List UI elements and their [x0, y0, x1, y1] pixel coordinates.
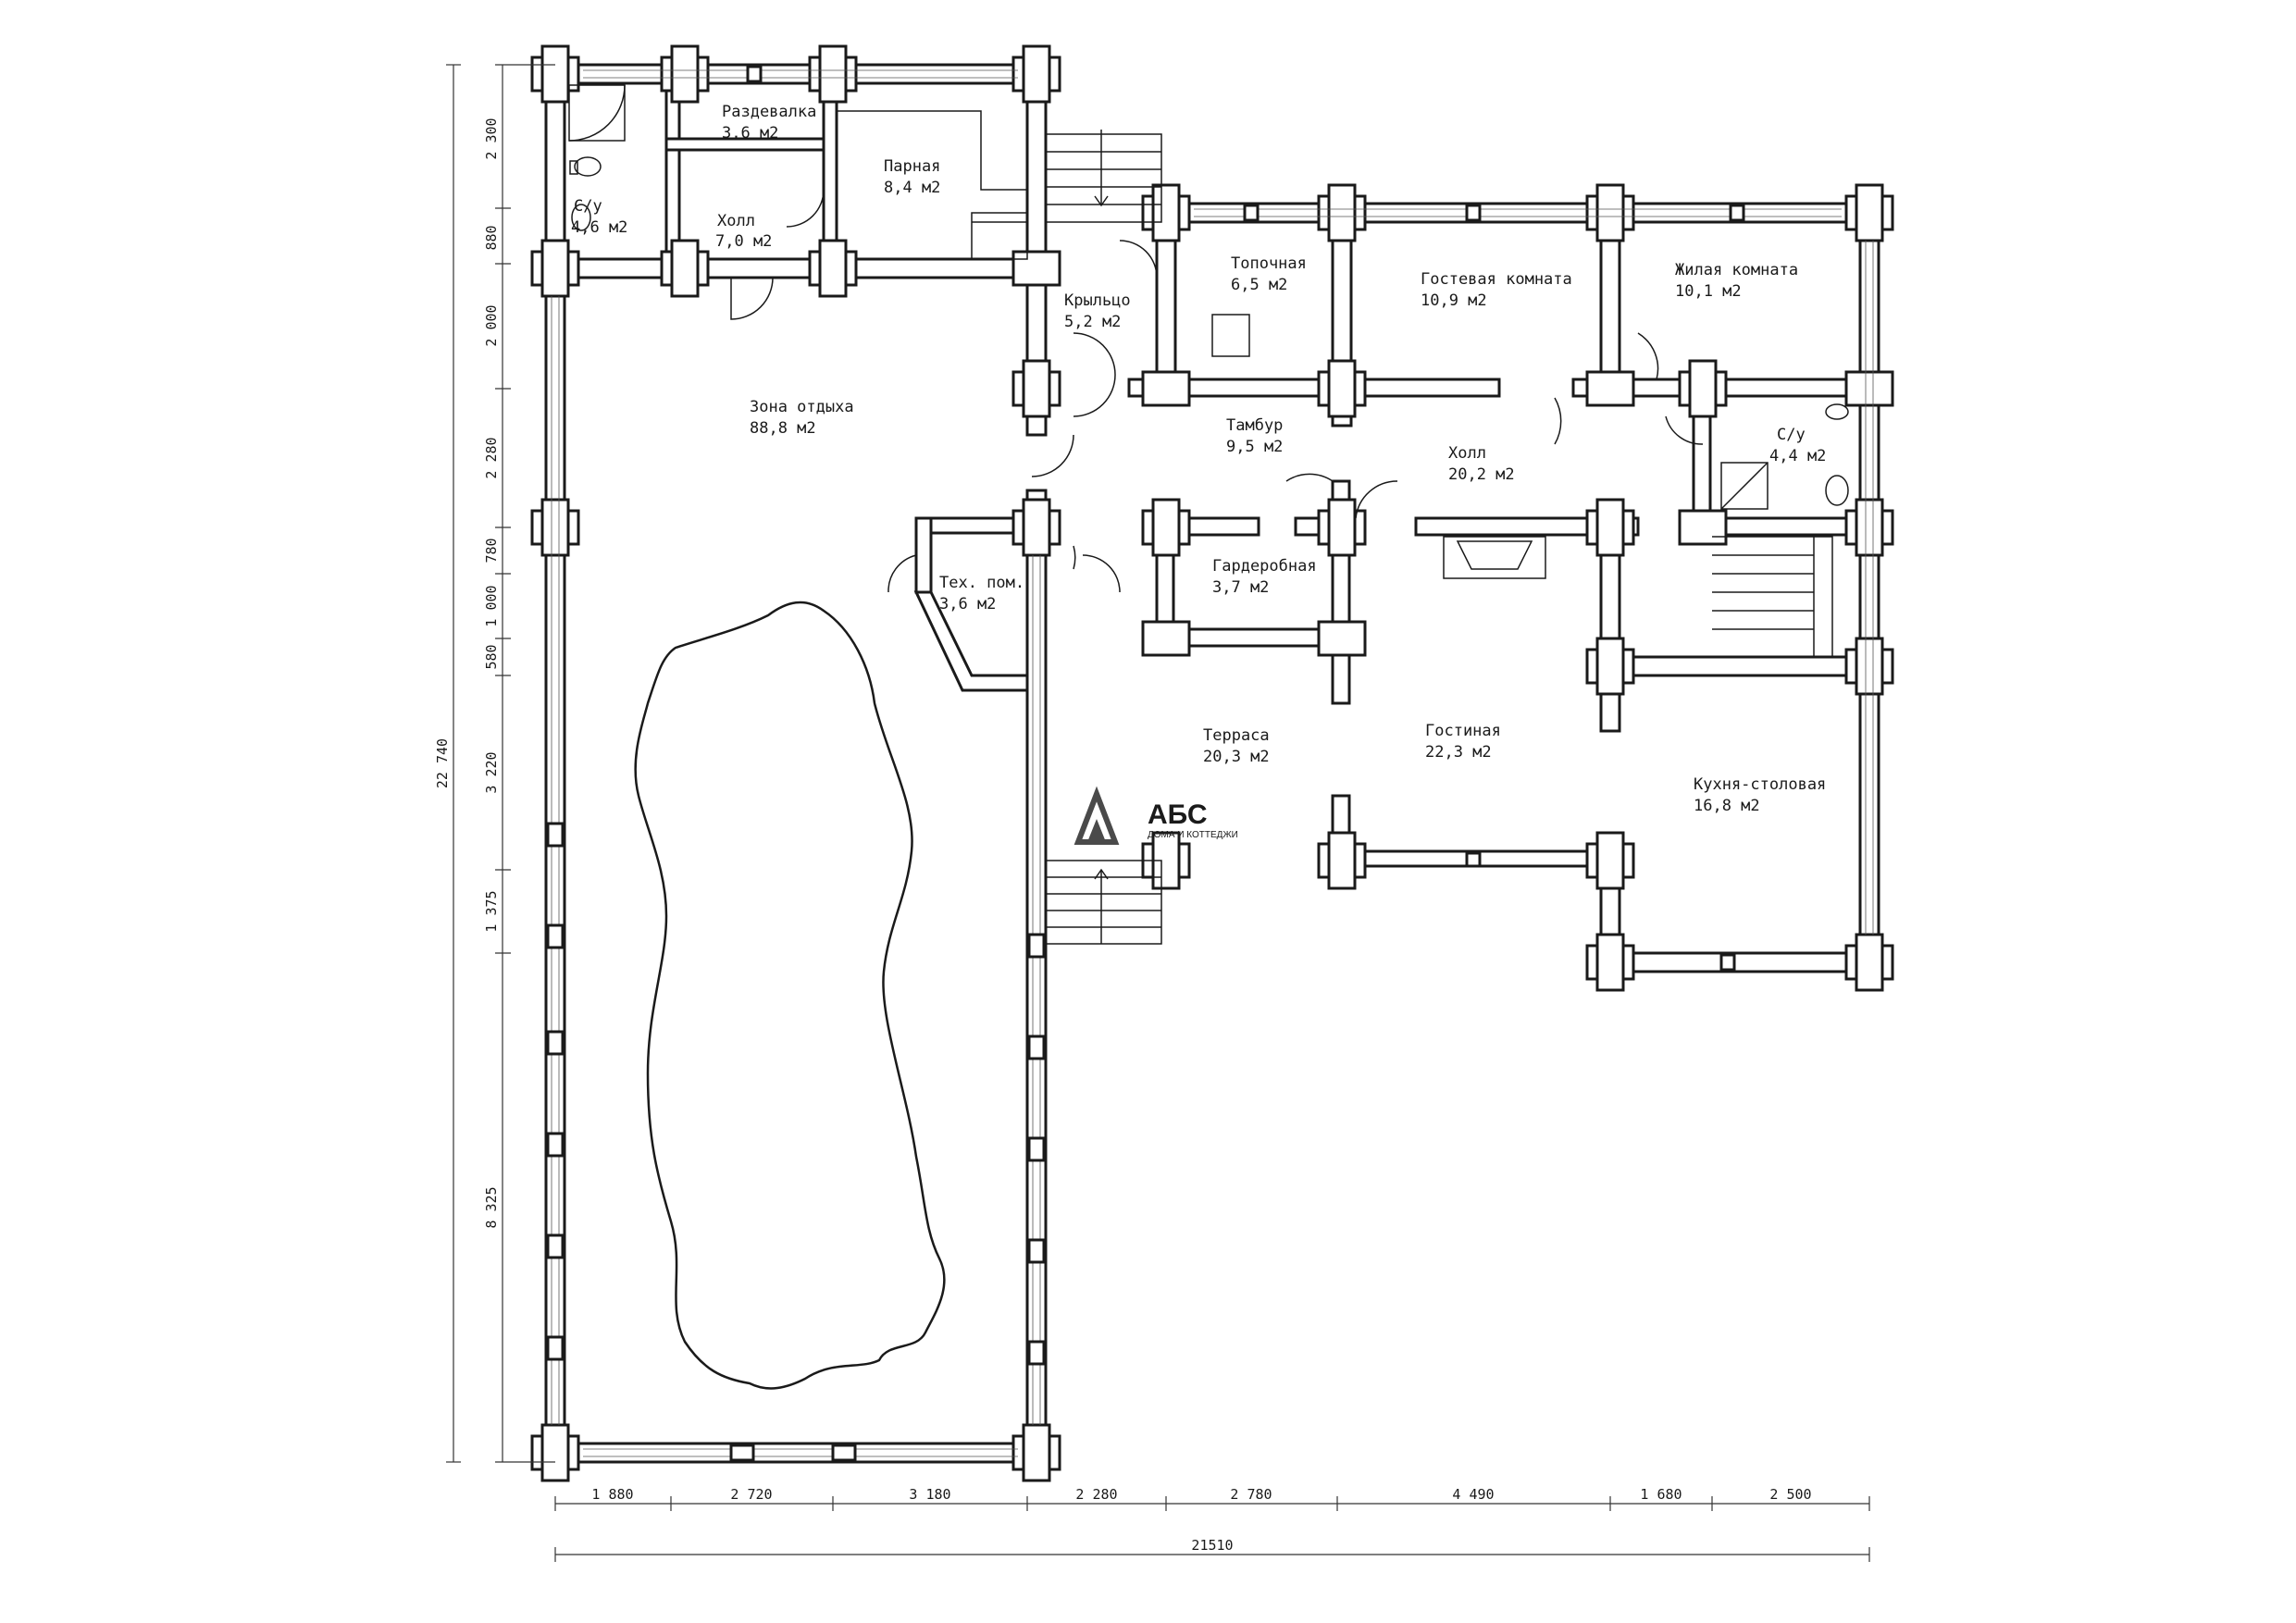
room-name-hall1: Холл	[717, 212, 755, 230]
room-area-guest: 10,9 м2	[1421, 291, 1487, 310]
room-area-lounge: 22,3 м2	[1425, 743, 1492, 762]
dim-left-3: 2 280	[483, 437, 500, 478]
dim-left-9: 8 325	[483, 1186, 500, 1228]
dim-bottom-5: 4 490	[1452, 1486, 1494, 1503]
room-name-guest: Гостевая комната	[1421, 270, 1572, 289]
dim-bottom-6: 1 680	[1640, 1486, 1682, 1503]
logo-tagline: ДОМА И КОТТЕДЖИ	[1148, 830, 1238, 840]
logo-brand: АБС	[1148, 799, 1208, 830]
room-area-tech: 3,6 м2	[939, 595, 996, 613]
room-labels: С/у 4,6 м2 Раздевалка 3,6 м2 Холл 7,0 м2…	[571, 103, 1826, 815]
doors	[730, 189, 1704, 593]
room-area-vestibule: 9,5 м2	[1226, 438, 1283, 456]
pool	[634, 601, 946, 1390]
room-area-hall1: 7,0 м2	[715, 232, 772, 251]
room-area-kitchen: 16,8 м2	[1694, 797, 1760, 815]
room-area-wardrobe: 3,7 м2	[1212, 578, 1269, 597]
dim-left-6: 580	[483, 644, 500, 669]
room-area-porch: 5,2 м2	[1064, 313, 1121, 331]
room-name-wc1: С/у	[574, 197, 602, 216]
room-area-wc2: 4,4 м2	[1769, 447, 1826, 465]
log-joints	[530, 44, 1894, 1482]
left-dimensions: 2 300 880 2 000 2 280 780 1 000 580 3 22…	[434, 64, 555, 1463]
room-area-terrace: 20,3 м2	[1203, 748, 1270, 766]
dim-bottom-total: 21510	[1191, 1537, 1233, 1554]
room-name-living: Жилая комната	[1675, 261, 1798, 279]
room-name-vestibule: Тамбур	[1226, 416, 1283, 435]
room-area-changing: 3,6 м2	[722, 124, 778, 142]
room-name-changing: Раздевалка	[722, 103, 816, 121]
dim-bottom-3: 2 280	[1075, 1486, 1117, 1503]
dim-left-total: 22 740	[434, 738, 451, 788]
room-name-wc2: С/у	[1777, 426, 1806, 444]
fixtures	[568, 84, 1849, 579]
room-name-porch: Крыльцо	[1064, 291, 1131, 310]
room-area-furnace: 6,5 м2	[1231, 276, 1287, 294]
windows	[546, 65, 1745, 1462]
dim-left-2: 2 000	[483, 304, 500, 346]
dim-bottom-1: 2 720	[730, 1486, 772, 1503]
stairs	[1045, 130, 1833, 945]
room-name-furnace: Топочная	[1231, 254, 1307, 273]
room-area-steam: 8,4 м2	[884, 179, 940, 197]
room-name-lounge: Гостиная	[1425, 722, 1501, 740]
room-name-kitchen: Кухня-столовая	[1694, 775, 1826, 794]
dim-left-4: 780	[483, 538, 500, 563]
dim-left-5: 1 000	[483, 585, 500, 626]
room-name-tech: Тех. пом.	[939, 574, 1024, 592]
dim-bottom-0: 1 880	[591, 1486, 633, 1503]
room-name-steam: Парная	[884, 157, 940, 176]
dim-left-8: 1 375	[483, 890, 500, 932]
dim-left-0: 2 300	[483, 118, 500, 159]
dim-bottom-2: 3 180	[909, 1486, 950, 1503]
room-area-living: 10,1 м2	[1675, 282, 1742, 301]
dim-bottom-7: 2 500	[1769, 1486, 1811, 1503]
dim-left-1: 880	[483, 225, 500, 250]
room-area-rest: 88,8 м2	[750, 419, 816, 438]
room-name-rest: Зона отдыха	[750, 398, 854, 416]
room-area-wc1: 4,6 м2	[571, 218, 627, 237]
room-name-terrace: Терраса	[1203, 726, 1270, 745]
room-name-hall2: Холл	[1448, 444, 1486, 463]
room-area-hall2: 20,2 м2	[1448, 465, 1515, 484]
dim-left-7: 3 220	[483, 751, 500, 793]
abs-logo: АБС ДОМА И КОТТЕДЖИ	[1074, 786, 1238, 845]
room-name-wardrobe: Гардеробная	[1212, 557, 1317, 576]
dim-bottom-4: 2 780	[1230, 1486, 1272, 1503]
bottom-dimensions: 1 880 2 720 3 180 2 280 2 780 4 490 1 68…	[554, 1486, 1870, 1562]
